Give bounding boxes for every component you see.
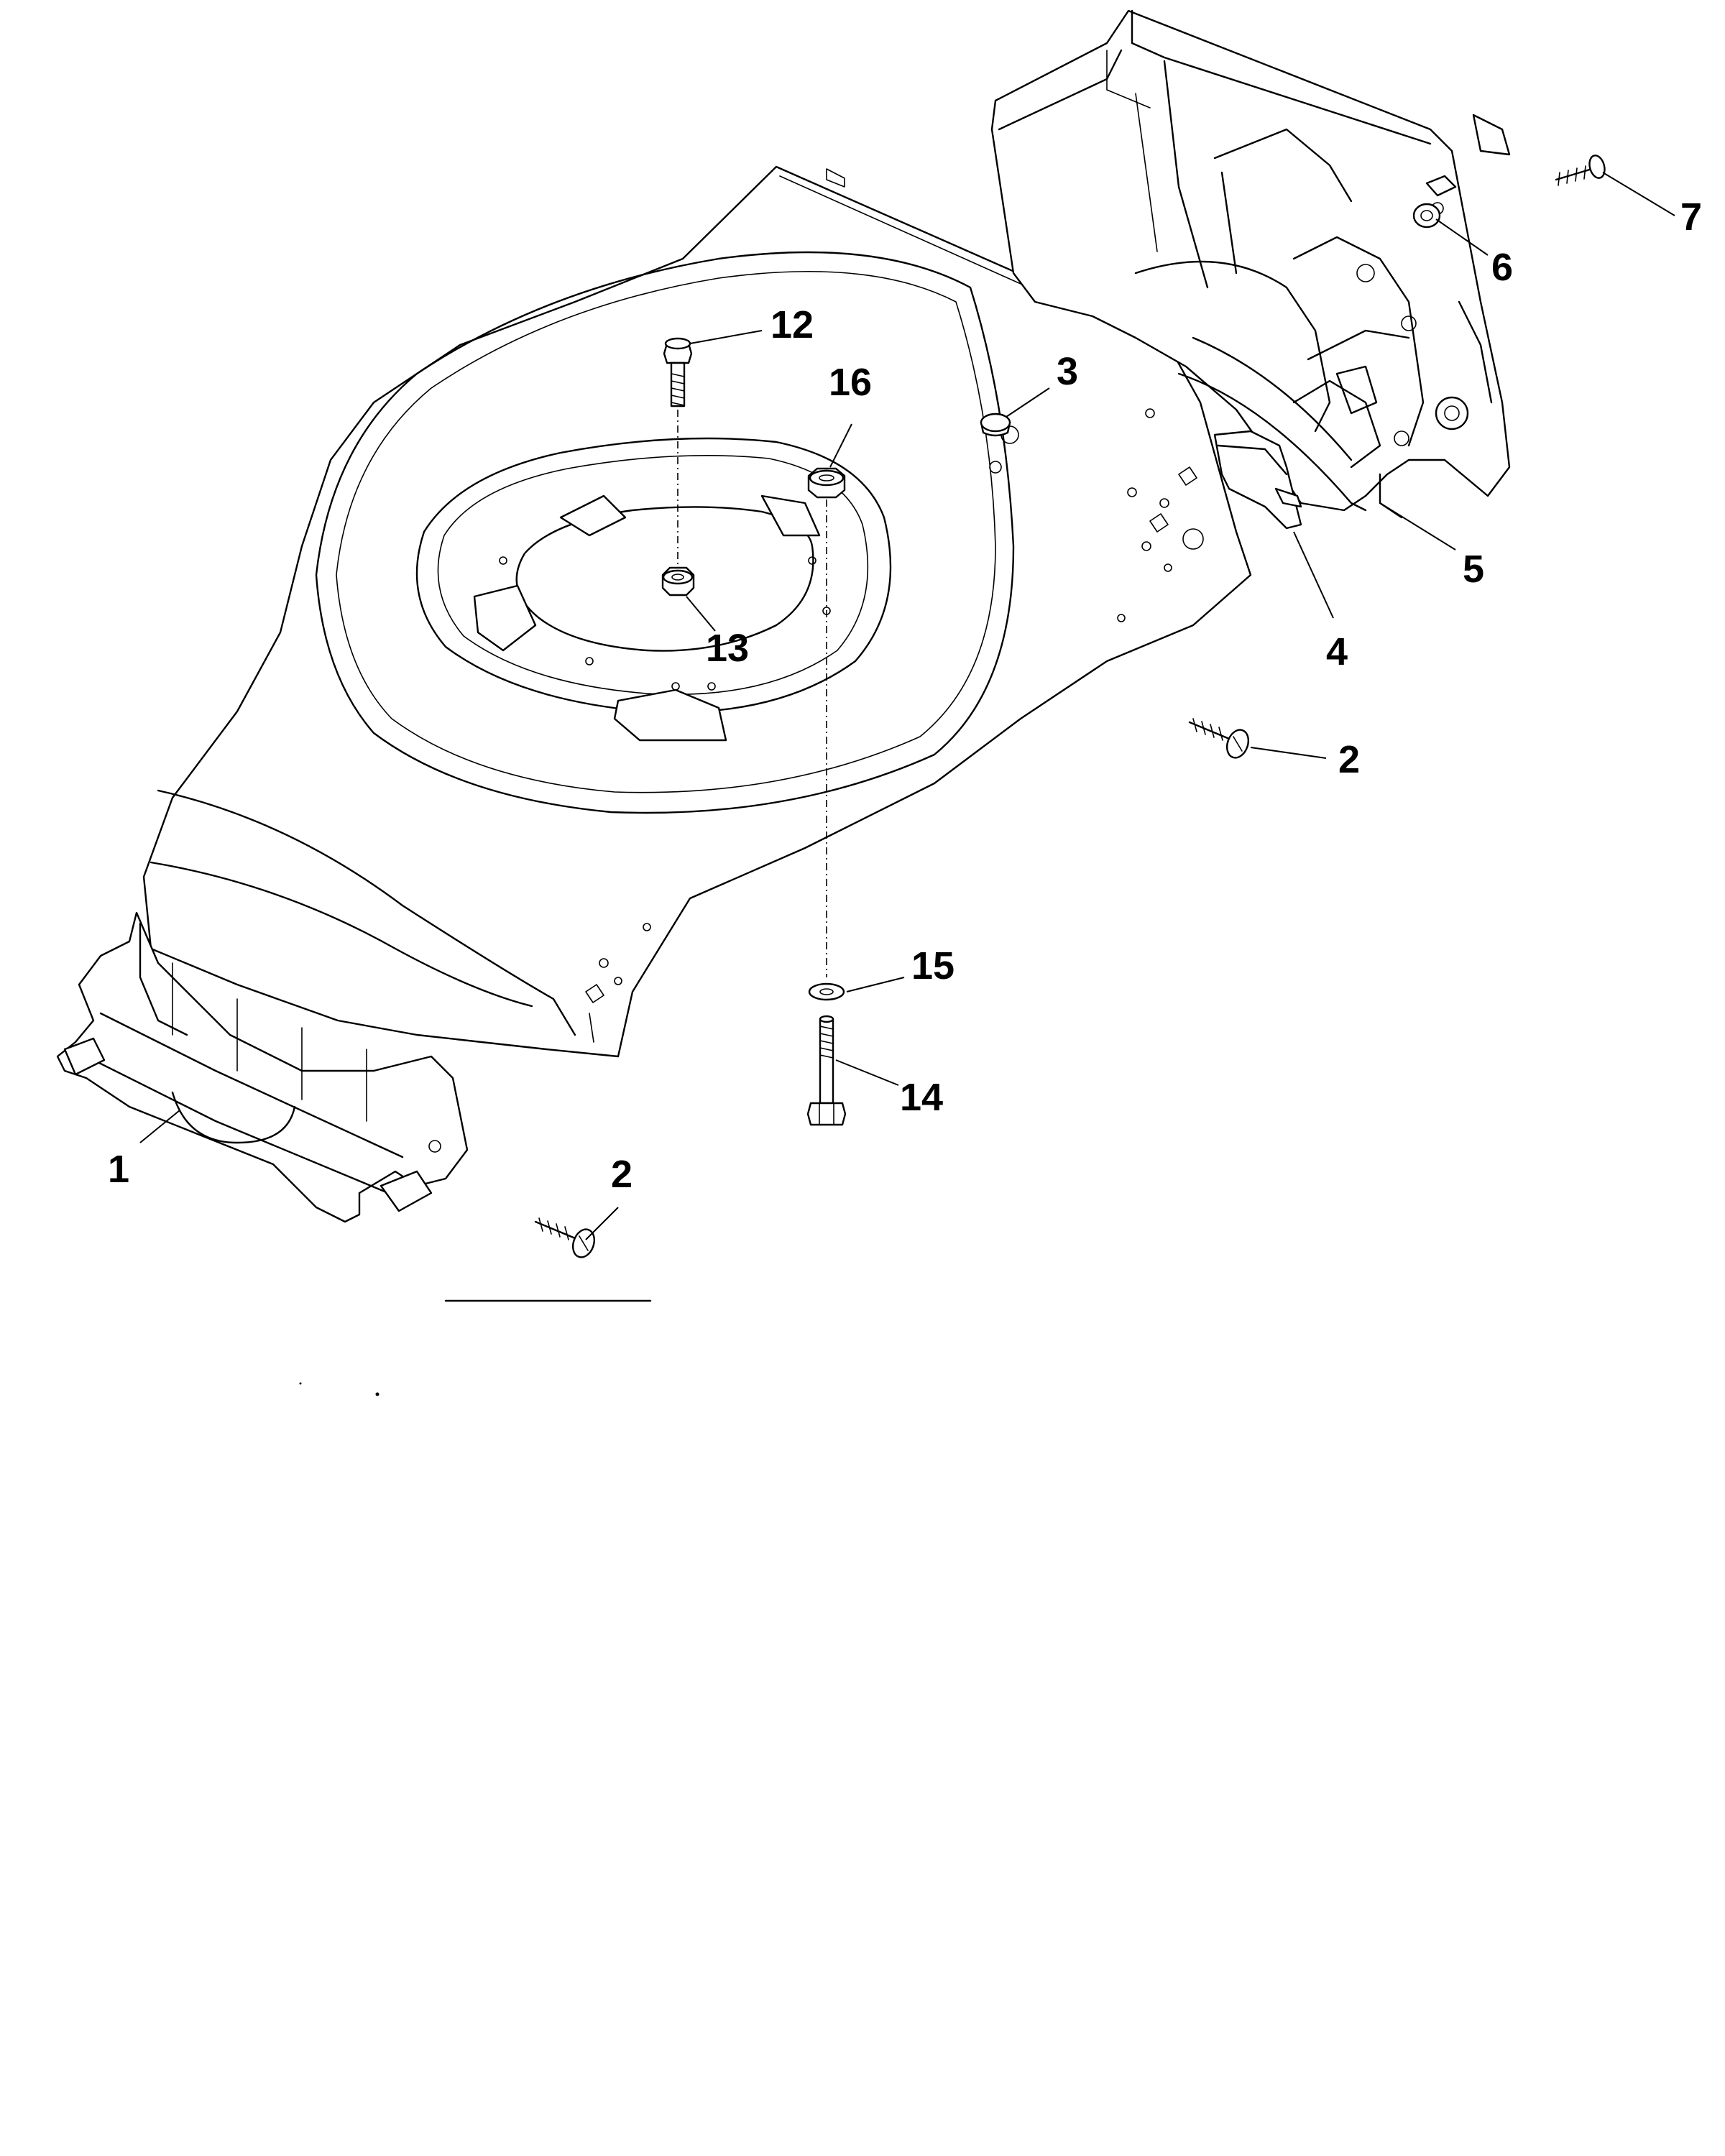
print-speck <box>375 1392 380 1396</box>
leader-14 <box>835 1059 899 1086</box>
label-part-2-lower: 2 <box>611 1153 632 1196</box>
label-part-4: 4 <box>1326 630 1348 673</box>
leader-2-upper <box>1250 747 1327 759</box>
leader-7 <box>1602 172 1675 216</box>
label-part-14: 14 <box>900 1076 943 1119</box>
label-part-6: 6 <box>1491 246 1513 289</box>
label-part-7: 7 <box>1680 195 1702 239</box>
bolt-part-12 <box>663 337 693 407</box>
leader-12 <box>689 330 763 344</box>
self-tapping-screw-part-2 <box>1188 718 1250 759</box>
leader-lines <box>139 172 1675 1240</box>
leader-4 <box>1293 531 1334 619</box>
label-part-5: 5 <box>1463 548 1484 591</box>
label-part-1: 1 <box>108 1148 129 1191</box>
bolt-part-14 <box>806 1015 847 1126</box>
label-part-2-upper: 2 <box>1338 738 1360 781</box>
leader-16 <box>829 423 852 468</box>
front-skirt-part-1 <box>56 911 469 1223</box>
nut-part-13 <box>661 566 695 596</box>
label-part-13: 13 <box>706 627 749 670</box>
label-part-15: 15 <box>911 944 954 987</box>
nut-part-16 <box>807 467 846 499</box>
print-speck <box>299 1382 302 1385</box>
label-part-3: 3 <box>1057 350 1078 393</box>
leader-15 <box>846 977 905 992</box>
screw-part-7 <box>1555 155 1606 186</box>
rear-deflector-part-5 <box>990 9 1511 519</box>
plug-part-3 <box>980 413 1011 437</box>
leader-6 <box>1435 218 1489 256</box>
washer-part-15 <box>808 982 845 1001</box>
label-part-16: 16 <box>829 361 872 404</box>
leader-5 <box>1379 502 1456 550</box>
label-part-12: 12 <box>770 303 814 346</box>
leader-13 <box>686 596 716 632</box>
bush-part-6 <box>1412 203 1441 229</box>
leader-2-lower <box>585 1207 619 1240</box>
self-tapping-screw-part-2-lower <box>534 1217 596 1258</box>
leader-1 <box>139 1110 180 1143</box>
clip-part-4 <box>1213 430 1302 530</box>
leader-3 <box>1006 387 1050 418</box>
